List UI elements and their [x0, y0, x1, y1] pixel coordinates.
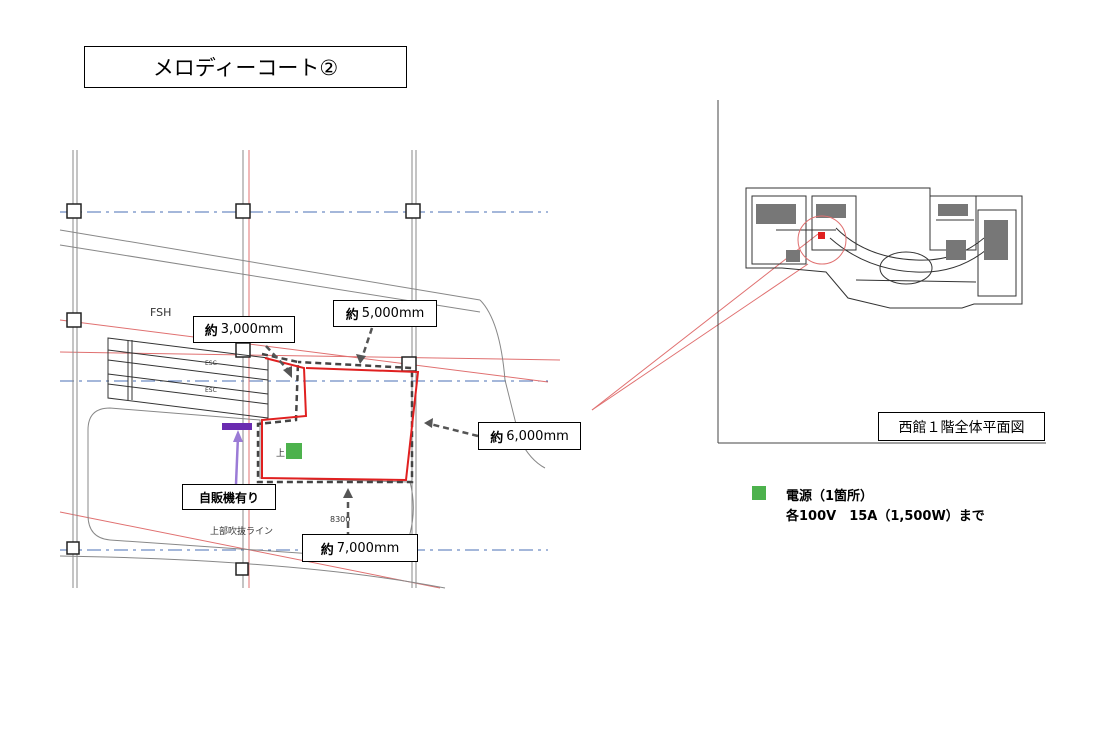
- power-outlet-marker: [286, 443, 302, 459]
- legend-title: 電源（1箇所）: [786, 489, 874, 504]
- esc-label-2: ESC: [205, 387, 217, 394]
- up-label: 上: [276, 448, 285, 459]
- upper-void-label: 上部吹抜ライン: [210, 525, 273, 537]
- dim-prefix: 約: [320, 542, 334, 558]
- overview-caption: 西館１階全体平面図: [878, 412, 1045, 441]
- dim-value-7000: 7,000mm: [336, 540, 400, 556]
- esc-label-1: ESC: [205, 360, 217, 367]
- dim-prefix: 約: [345, 308, 359, 323]
- vending-arrow: [234, 435, 240, 485]
- dim-prefix: 約: [204, 324, 218, 339]
- floor-plan-detail: FSH ESC ESC 上部吹抜ライン 8300 上: [59, 150, 560, 589]
- legend-power-swatch: [752, 486, 766, 500]
- page-title-text: メロディーコート②: [152, 56, 339, 80]
- dim-prefix: 約: [490, 430, 504, 446]
- overview-map: [717, 100, 1046, 444]
- event-area-outer: [256, 352, 414, 484]
- vending-machine-marker: [222, 423, 252, 430]
- dim-8300-label: 8300: [330, 515, 350, 524]
- dim-value-6000: 6,000mm: [506, 428, 569, 444]
- vending-machine-label-text: 自販機有り: [198, 490, 259, 505]
- arrow-6000: [429, 422, 479, 438]
- dim-value-5000: 5,000mm: [361, 306, 425, 321]
- arrow-3000: [265, 345, 291, 373]
- vending-machine-label: 自販機有り: [182, 484, 276, 510]
- overview-caption-text: 西館１階全体平面図: [898, 419, 1025, 436]
- event-area-outline: [261, 357, 420, 482]
- dim-value-3000: 3,000mm: [220, 322, 284, 337]
- overview-location-marker: [818, 232, 825, 239]
- page-title: メロディーコート②: [84, 46, 407, 88]
- fsh-label: FSH: [150, 306, 171, 319]
- vending-arrow-head: [233, 430, 243, 442]
- arrow-5000: [360, 327, 374, 359]
- legend-detail: 各100V 15A（1,500W）まで: [786, 509, 985, 524]
